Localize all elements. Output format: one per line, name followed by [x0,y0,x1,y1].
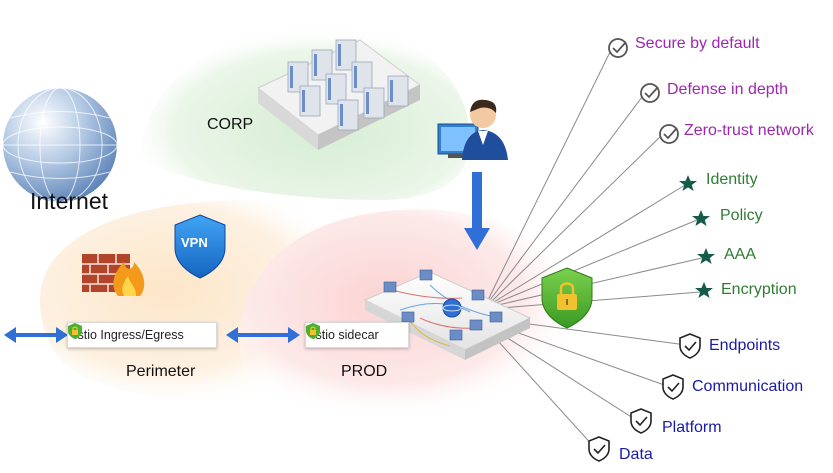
corp-to-prod-arrow [464,172,490,250]
shield-check-icon [679,333,701,359]
principle-zero-trust: Zero-trust network [684,122,814,139]
principle-defense-in-depth: Defense in depth [667,81,788,98]
shield-lock-icon [306,323,320,339]
lock-shield-icon [541,267,593,329]
check-circle-icon [608,38,628,58]
check-circle-icon [659,124,679,144]
star-icon [695,282,713,298]
target-platform: Platform [662,419,722,436]
vpn-label: VPN [181,235,208,250]
perimeter-prod-arrow [226,327,300,343]
vpn-shield-icon [174,214,226,279]
firewall-icon [82,254,145,296]
istio-sidecar-label: Istio sidecar [312,328,379,342]
perimeter-label: Perimeter [126,363,196,380]
shield-check-icon [588,436,610,462]
check-circle-icon [640,83,660,103]
feature-policy: Policy [720,207,763,224]
star-icon [679,175,697,191]
target-endpoints: Endpoints [709,337,781,354]
feature-aaa: AAA [724,246,757,263]
prod-platform-icon [363,269,532,360]
internet-ingress-arrow [4,327,68,343]
shield-lock-icon [68,323,82,339]
connector-lines [487,47,703,449]
istio-ingress-badge: Istio Ingress/Egress [67,322,217,348]
shield-check-icon [630,408,652,434]
target-communication: Communication [692,378,804,395]
feature-encryption: Encryption [721,281,797,298]
target-data: Data [619,446,653,463]
istio-sidecar-badge: Istio sidecar [305,322,409,348]
user-workstation-icon [437,99,508,160]
globe-icon [2,87,118,203]
star-icon [692,210,710,226]
server-rack-icon [257,39,421,150]
internet-label: Internet [30,188,108,214]
prod-label: PROD [341,363,388,380]
istio-ingress-label: Istio Ingress/Egress [74,328,184,342]
feature-identity: Identity [706,171,758,188]
star-icon [697,248,715,264]
principle-secure-by-default: Secure by default [635,35,760,52]
corp-label: CORP [207,116,254,133]
shield-check-icon [662,374,684,400]
